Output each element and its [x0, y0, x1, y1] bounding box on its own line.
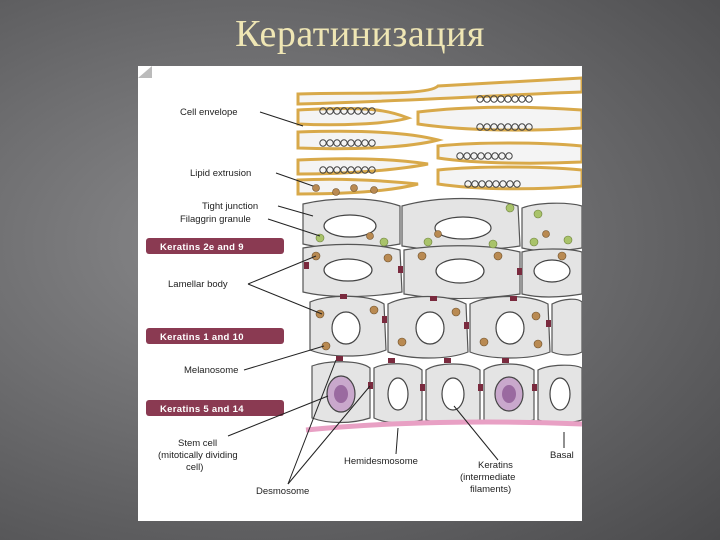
lipid-lamellae [319, 95, 533, 188]
slide-title: Кератинизация [235, 13, 485, 55]
label-keratins-line3: filaments) [470, 484, 511, 495]
leader-lines [227, 111, 565, 485]
label-tight-junction: Tight junction [202, 201, 258, 212]
spinous-nuclei [331, 311, 525, 345]
label-lipid-extrusion: Lipid extrusion [190, 168, 251, 179]
corner-mark-icon [138, 66, 152, 78]
keratin-band-label: Keratins 2e and 9 [160, 242, 244, 253]
granular-nuclei [323, 214, 571, 284]
keratin-band-1-10: Keratins 1 and 10 [146, 328, 284, 344]
label-basal: Basal [550, 450, 574, 461]
lamellar-bodies [311, 230, 567, 263]
filaggrin-granules [315, 203, 573, 249]
basement-membrane [305, 419, 582, 433]
label-hemidesmosome: Hemidesmosome [344, 456, 418, 467]
basal-nuclei [326, 375, 571, 413]
desmosomes [304, 262, 551, 391]
label-keratins-line2: (intermediate [460, 472, 515, 483]
keratin-band-2e-9: Keratins 2e and 9 [146, 238, 284, 254]
keratin-band-5-14: Keratins 5 and 14 [146, 400, 284, 416]
cornified-layer [296, 76, 582, 196]
melanosomes [315, 305, 543, 351]
granular-layer [302, 197, 582, 300]
label-stem-cell: Stem cell [178, 438, 217, 449]
lipid-granules [312, 184, 378, 196]
epidermis-illustration: Keratins 2e and 9 Keratins 1 and 10 Kera… [146, 76, 582, 497]
label-desmosome: Desmosome [256, 486, 309, 497]
label-stem-cell-line3: cell) [186, 462, 203, 473]
label-keratins: Keratins [478, 460, 513, 471]
label-stem-cell-line2: (mitotically dividing [158, 450, 238, 461]
label-filaggrin-granule: Filaggrin granule [180, 214, 251, 225]
label-melanosome: Melanosome [184, 365, 238, 376]
keratinization-diagram: Keratins 2e and 9 Keratins 1 and 10 Kera… [138, 66, 582, 521]
label-cell-envelope: Cell envelope [180, 107, 238, 118]
label-lamellar-body: Lamellar body [168, 279, 228, 290]
keratin-band-label: Keratins 5 and 14 [160, 404, 244, 415]
basal-layer [311, 361, 582, 424]
keratin-band-label: Keratins 1 and 10 [160, 332, 244, 343]
